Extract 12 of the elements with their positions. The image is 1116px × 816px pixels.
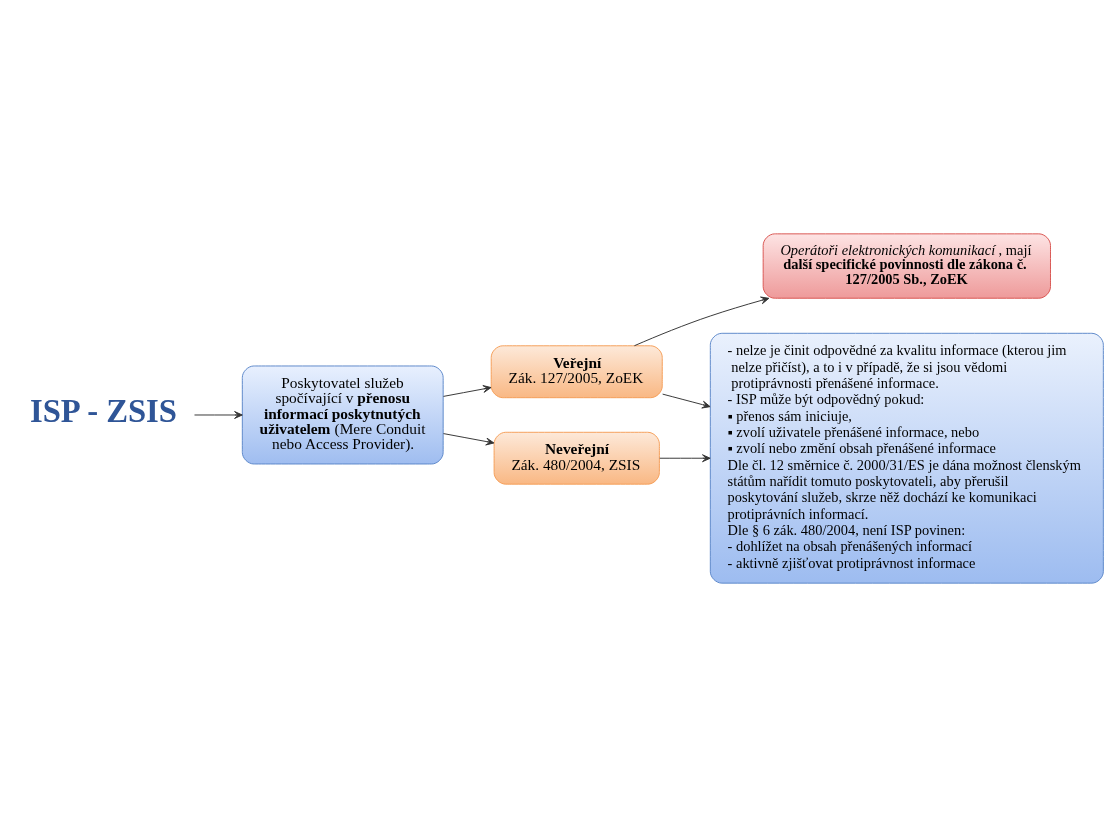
node-box: - nelze je činit odpovědné za kvalitu informace (kterou jim nelze přičíst), a to i v případě, že si jsou vědomi protiprávnosti přenášené informace. - ISP může být odpovědný pokud: ▪ přenos sám iniciuje, ▪ zvolí uživatele přenášené informace, nebo ▪ zvolí nebo změní obsah přenášené informace Dle čl. 12 směrnice č. 2000/31/ES je dána možnost členským státům nařídit tomuto poskytovateli, aby přerušil poskytování služeb, skrze něž dochází ke komunikaci protiprávních informací. Dle § 6 zák. 480/2004, není ISP povinen: - dohlížet na obsah přenášených informací - aktivně zjišťovat protiprávnost informace xyxy=(709,332,1104,584)
arrow xyxy=(443,432,495,445)
arrow xyxy=(194,410,243,419)
arrow xyxy=(659,453,711,462)
arrow xyxy=(633,296,770,346)
arrow xyxy=(662,393,711,408)
node-box: Poskytovatel služeb spočívající v přenosu informací poskytnutých uživatelem (Mere Conduit nebo Access Provider). xyxy=(241,365,444,464)
node-box: Neveřejní Zák. 480/2004, ZSIS xyxy=(493,431,660,485)
node-box: Veřejní Zák. 127/2005, ZoEK xyxy=(490,344,663,398)
node-box: Operátoři elektronických komunikací, mají další specifické povinnosti dle zákona č. 127/2005 Sb., ZoEK xyxy=(762,232,1051,299)
node-text: ISP - ZSIS xyxy=(29,392,177,429)
arrow xyxy=(443,384,492,397)
